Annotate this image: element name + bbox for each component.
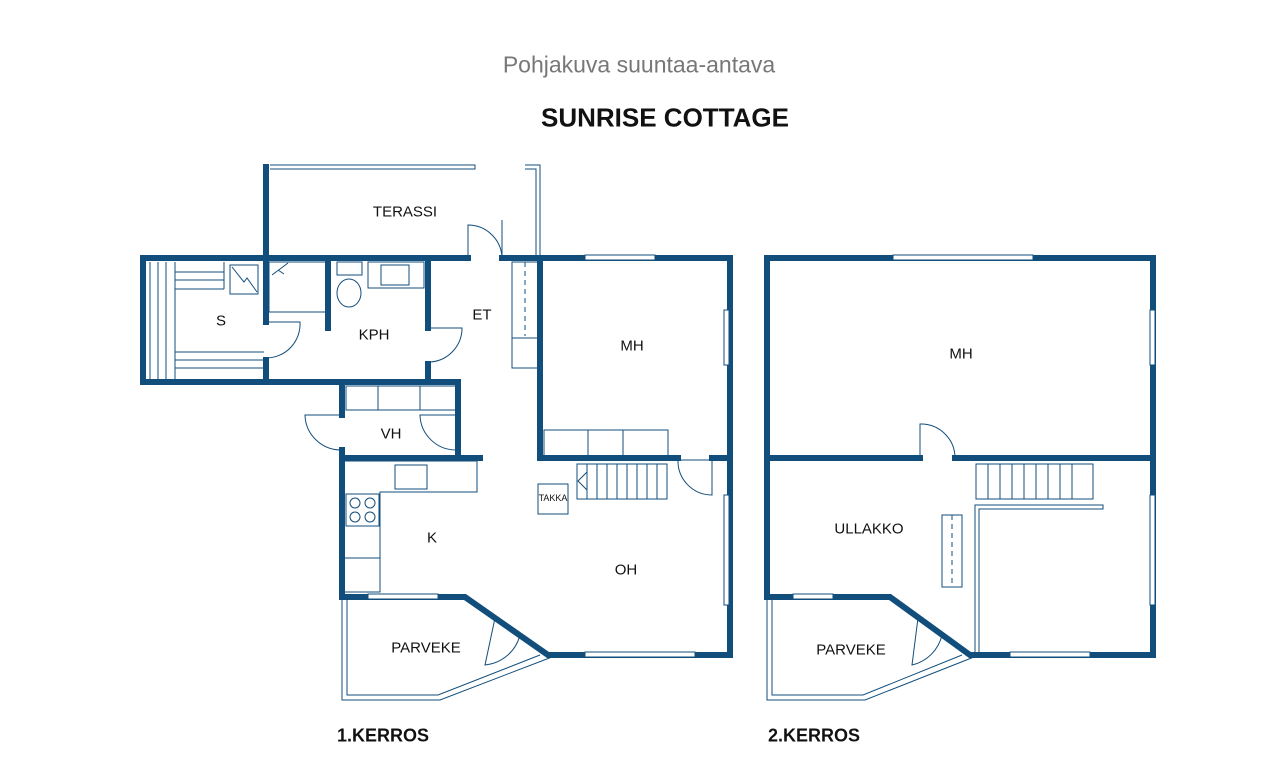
room-label-mh: MH (620, 337, 644, 355)
door (304, 414, 343, 451)
door (419, 414, 457, 451)
balcony-railing (766, 597, 975, 701)
room-label-takka: TAKKA (538, 493, 568, 503)
door (428, 327, 463, 363)
floor-2-plan (764, 254, 1156, 701)
fireplace (537, 483, 569, 515)
wall (764, 255, 1156, 658)
room-label-s: S (215, 312, 227, 330)
room-label-kph: KPH (358, 326, 390, 344)
door (677, 459, 713, 496)
stairs (975, 463, 1094, 500)
wall (339, 255, 733, 658)
room-label-mh-2: MH (949, 345, 973, 363)
floor-1-plan (140, 164, 733, 701)
door (484, 617, 521, 666)
window (892, 254, 1034, 261)
room-label-parveke-2: PARVEKE (816, 641, 886, 659)
room-label-et: ET (472, 306, 492, 324)
wardrobe (543, 429, 669, 457)
subtitle: Pohjakuva suuntaa-antava (502, 51, 776, 78)
sauna-bench (149, 262, 264, 380)
cabinet (511, 337, 539, 369)
window (792, 593, 834, 600)
window (367, 593, 439, 600)
window (1149, 309, 1156, 366)
floor-label-2: 2.KERROS (767, 725, 861, 746)
stairs (576, 463, 668, 500)
window (1009, 651, 1091, 658)
terrace-railing-right (525, 164, 541, 259)
terrace-railing (270, 164, 476, 170)
room-label-ullakko: ULLAKKO (834, 520, 904, 538)
kitchen-counter (345, 460, 478, 593)
sink-icon (367, 261, 425, 289)
toilet-icon (336, 261, 363, 276)
door (265, 321, 301, 359)
stove-icon (345, 493, 380, 527)
room-label-k: K (426, 529, 438, 547)
door (911, 617, 943, 666)
room-label-vh: VH (380, 425, 402, 443)
room-label-terassi: TERASSI (372, 203, 438, 221)
shower-icon (271, 262, 289, 276)
sauna-stove-icon (229, 264, 259, 295)
sink-icon (394, 464, 428, 490)
balcony-railing (341, 597, 553, 701)
knee-wall (974, 504, 1104, 655)
window (584, 651, 696, 658)
page-title: SUNRISE COTTAGE (541, 102, 789, 133)
floor-label-1: 1.KERROS (336, 725, 430, 746)
door (919, 423, 956, 459)
window (584, 254, 656, 261)
door (467, 220, 503, 259)
room-label-oh: OH (614, 561, 638, 579)
room-label-parveke: PARVEKE (391, 639, 461, 657)
window (723, 309, 730, 366)
window (1149, 494, 1156, 606)
window (723, 494, 730, 606)
wall (140, 255, 471, 461)
